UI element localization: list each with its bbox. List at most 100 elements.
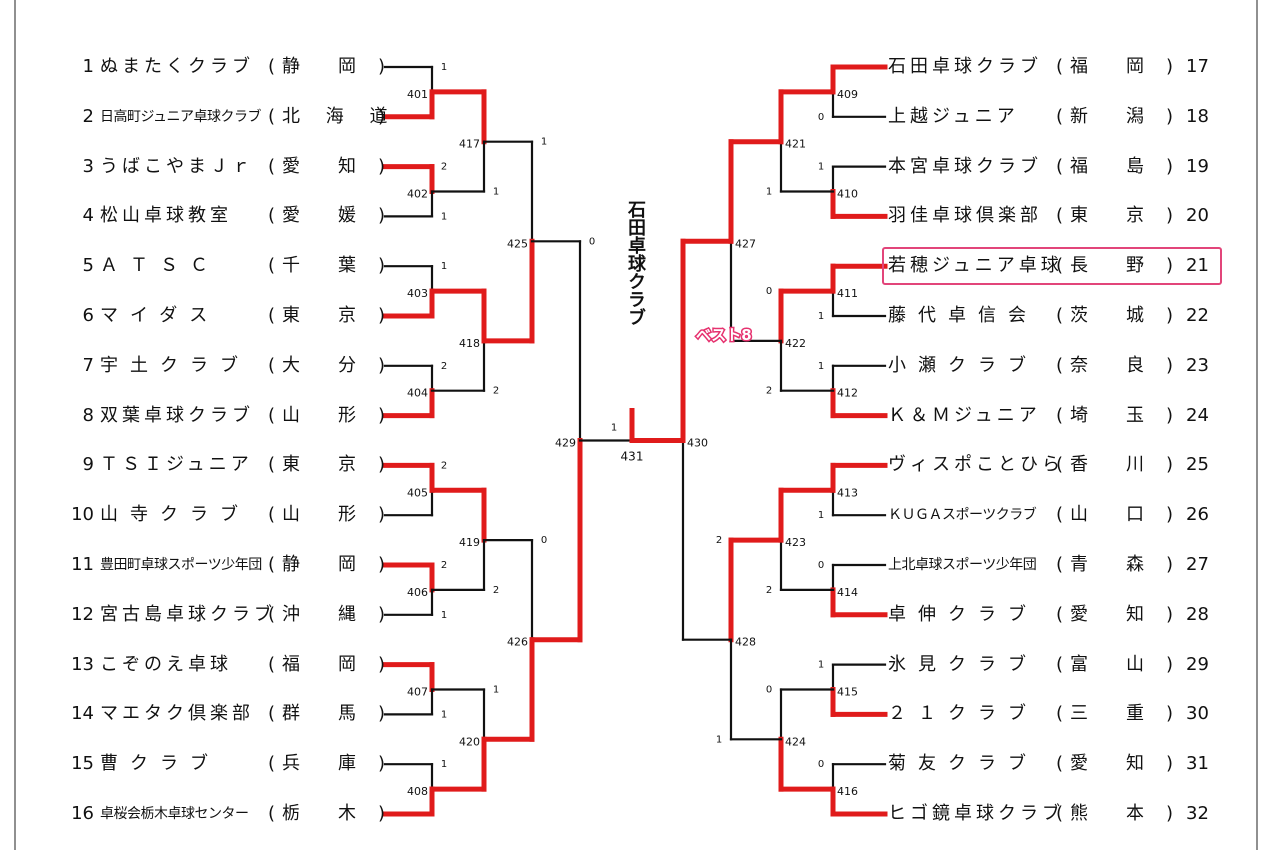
paren-close: )	[378, 155, 386, 177]
paren-close: )	[378, 454, 386, 476]
match-number: 425	[507, 237, 528, 250]
match-number: 408	[407, 785, 428, 798]
match-number: 414	[837, 586, 858, 599]
team-prefecture: 沖 縄	[282, 603, 366, 625]
paren-close: )	[1166, 155, 1174, 177]
final-match-number: 431	[621, 450, 644, 464]
team-name: うばこやまＪｒ	[100, 155, 254, 177]
team-seed: 25	[1186, 454, 1209, 476]
match-number: 402	[407, 188, 428, 201]
match-score-bottom: 1	[818, 311, 824, 322]
paren-open: (	[268, 753, 276, 775]
paren-close: )	[1166, 504, 1174, 526]
paren-open: (	[1056, 255, 1064, 277]
paren-close: )	[378, 603, 386, 625]
team-name: 曹クラブ	[100, 753, 220, 775]
paren-close: )	[1166, 603, 1174, 625]
match-score-top: 2	[441, 460, 447, 471]
team-name: 本宮卓球クラブ	[888, 155, 1042, 177]
team-seed: 32	[1186, 803, 1209, 824]
match-score-top: 0	[541, 535, 547, 546]
paren-close: )	[378, 354, 386, 376]
paren-open: (	[268, 354, 276, 376]
team-prefecture: 埼 玉	[1070, 404, 1154, 426]
team-name: 松山卓球教室	[100, 205, 232, 227]
match-score-top: 2	[716, 535, 722, 546]
paren-close: )	[378, 504, 386, 526]
paren-close: )	[1166, 404, 1174, 426]
paren-close: )	[1166, 255, 1174, 277]
team-seed: 14	[71, 703, 94, 725]
team-seed: 15	[71, 753, 94, 775]
team-prefecture: 静 岡	[282, 554, 366, 575]
paren-open: (	[268, 504, 276, 526]
paren-close: )	[1166, 703, 1174, 725]
match-score-bottom: 1	[441, 610, 447, 621]
paren-close: )	[1166, 56, 1174, 77]
team-name: Ｋ＆Ｍジュニア	[888, 404, 1041, 426]
match-number: 416	[837, 785, 858, 798]
paren-open: (	[1056, 554, 1064, 575]
team-name: ＡＴＳＣ	[100, 255, 220, 277]
paren-open: (	[268, 105, 276, 127]
team-name: 羽佳卓球倶楽部	[888, 205, 1042, 227]
team-name: 石田卓球クラブ	[888, 56, 1042, 77]
match-score-bottom: 1	[818, 510, 824, 521]
paren-open: (	[1056, 105, 1064, 127]
team-row: Ｋ＆Ｍジュニア(埼 玉)24	[888, 401, 1228, 431]
paren-open: (	[1056, 753, 1064, 775]
match-number: 405	[407, 486, 428, 499]
paren-close: )	[378, 105, 386, 127]
paren-close: )	[1166, 803, 1174, 824]
team-seed: 7	[82, 354, 94, 376]
team-seed: 13	[71, 653, 94, 675]
paren-open: (	[268, 803, 276, 824]
team-prefecture: 大 分	[282, 354, 366, 376]
team-name: 豊田町卓球スポーツ少年団	[100, 557, 262, 573]
team-prefecture: 愛 知	[282, 155, 366, 177]
team-seed: 26	[1186, 504, 1209, 526]
team-name: ２１クラブ	[888, 703, 1038, 725]
match-number: 407	[407, 686, 428, 699]
team-seed: 3	[82, 155, 94, 177]
match-number: 406	[407, 586, 428, 599]
team-row: 卓伸クラブ(愛 知)28	[888, 600, 1228, 630]
team-name: こぞのえ卓球	[100, 653, 232, 675]
match-score-top: 0	[589, 236, 595, 247]
team-row: ヴィスポことひら(香 川)25	[888, 450, 1228, 480]
match-number: 417	[459, 138, 480, 151]
match-score-top: 0	[766, 286, 772, 297]
team-prefecture: 長 野	[1070, 255, 1154, 277]
match-score-bottom: 2	[766, 585, 772, 596]
match-score-bottom: 1	[441, 709, 447, 720]
paren-close: )	[1166, 454, 1174, 476]
team-row: 小瀬クラブ(奈 良)23	[888, 351, 1228, 381]
team-row: 菊友クラブ(愛 知)31	[888, 749, 1228, 779]
team-prefecture: 東 京	[282, 454, 366, 476]
paren-open: (	[268, 603, 276, 625]
paren-close: )	[1166, 105, 1174, 127]
paren-close: )	[378, 255, 386, 277]
team-seed: 23	[1186, 354, 1209, 376]
match-score-top: 0	[818, 759, 824, 770]
match-number: 420	[459, 735, 480, 748]
match-score-bottom: 2	[493, 386, 499, 397]
team-prefecture: 山 形	[282, 404, 366, 426]
paren-open: (	[1056, 305, 1064, 326]
paren-open: (	[268, 56, 276, 77]
paren-open: (	[268, 653, 276, 675]
team-row: 石田卓球クラブ(福 岡)17	[888, 52, 1228, 82]
team-name: 双葉卓球クラブ	[100, 404, 254, 426]
team-prefecture: 福 岡	[282, 653, 366, 675]
paren-open: (	[1056, 504, 1064, 526]
